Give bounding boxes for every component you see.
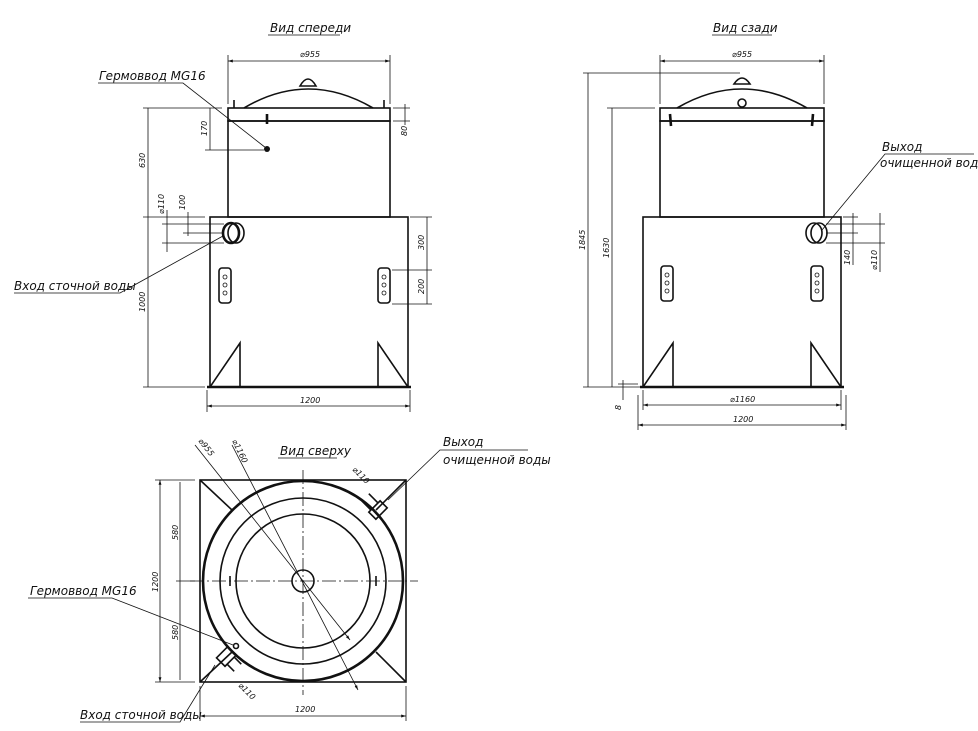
label-outlet-line1: Выход xyxy=(882,140,922,154)
vent-cap-icon xyxy=(298,78,318,87)
back-view-title: Вид сзади xyxy=(713,21,778,35)
dim-inlet-110: ⌀110 xyxy=(157,194,166,214)
stiffener-right xyxy=(810,340,842,388)
dim-300: 300 xyxy=(417,235,426,250)
dim-1630: 1630 xyxy=(602,238,611,258)
dim-outlet-110: ⌀110 xyxy=(870,250,879,270)
upper-cylinder xyxy=(659,120,825,218)
dim-170: 170 xyxy=(200,121,209,136)
leader-dia-1160 xyxy=(231,444,359,691)
dim-100: 100 xyxy=(178,195,187,210)
leader-dia-955 xyxy=(194,444,351,641)
front-view: Вид спереди ⌀955 630 1000 xyxy=(14,21,432,412)
leader-inlet xyxy=(80,664,216,723)
dim-140: 140 xyxy=(843,250,852,265)
inlet-pipe-top xyxy=(215,645,242,672)
lid-band xyxy=(659,107,825,122)
stiffener-left xyxy=(209,340,241,388)
dim-8: 8 xyxy=(614,405,623,410)
label-outlet-line2: очищенной воды xyxy=(443,453,551,467)
leader-gland xyxy=(28,597,234,646)
lifting-bracket-right xyxy=(377,267,391,304)
dim-1845: 1845 xyxy=(578,230,587,250)
dim-580-upper: 580 xyxy=(171,525,180,540)
label-outlet-line1: Выход xyxy=(443,435,483,449)
leader-outlet xyxy=(821,153,974,231)
label-inlet: Вход сточной воды xyxy=(80,708,202,722)
dim-1200: 1200 xyxy=(300,396,320,405)
dim-outlet-110: ⌀110 xyxy=(351,465,372,486)
upper-cylinder xyxy=(227,120,391,218)
label-gland: Гермоввод MG16 xyxy=(99,69,206,83)
front-view-title: Вид спереди xyxy=(270,21,351,35)
dim-200: 200 xyxy=(417,279,426,294)
lifting-bracket-left xyxy=(660,265,674,302)
dome-lid xyxy=(243,88,374,109)
dim-1200: 1200 xyxy=(733,415,753,424)
top-view: Вид сверху ⌀1160 ⌀955 ⌀110 Выход очищенн… xyxy=(28,435,551,723)
dim-diameter-1160: ⌀1160 xyxy=(730,395,755,404)
label-gland: Гермоввод MG16 xyxy=(30,584,137,598)
label-outlet-line2: очищенной воды xyxy=(880,156,978,170)
dim-width-1200: 1200 xyxy=(295,705,315,714)
lid-band xyxy=(227,107,391,122)
dim-diameter-1160: ⌀1160 xyxy=(230,438,249,465)
dim-inlet-110: ⌀110 xyxy=(237,681,258,702)
vent-cap-icon xyxy=(732,77,752,85)
dim-diameter-955: ⌀955 xyxy=(732,50,752,59)
back-view: Вид сзади ⌀955 1845 1630 8 140 xyxy=(578,21,978,430)
label-inlet: Вход сточной воды xyxy=(14,279,136,293)
dim-630: 630 xyxy=(138,153,147,168)
dim-diameter-955: ⌀955 xyxy=(300,50,320,59)
dome-lid xyxy=(676,88,808,109)
outlet-pipe-top xyxy=(361,493,389,521)
dim-height-1200: 1200 xyxy=(151,572,160,592)
leader-outlet xyxy=(387,449,528,501)
dim-80: 80 xyxy=(400,126,409,136)
top-view-title: Вид сверху xyxy=(280,444,352,458)
lifting-bracket-left xyxy=(218,267,232,304)
lifting-bracket-right xyxy=(810,265,824,302)
gland-icon xyxy=(232,642,240,650)
leader-inlet xyxy=(14,235,224,294)
dim-diameter-955: ⌀955 xyxy=(196,437,215,458)
stiffener-left xyxy=(642,340,674,388)
dim-1000: 1000 xyxy=(138,292,147,312)
stiffener-right xyxy=(377,340,409,388)
outlet-pipe xyxy=(805,222,823,244)
leader-gland xyxy=(98,82,267,149)
dim-580-lower: 580 xyxy=(171,625,180,640)
